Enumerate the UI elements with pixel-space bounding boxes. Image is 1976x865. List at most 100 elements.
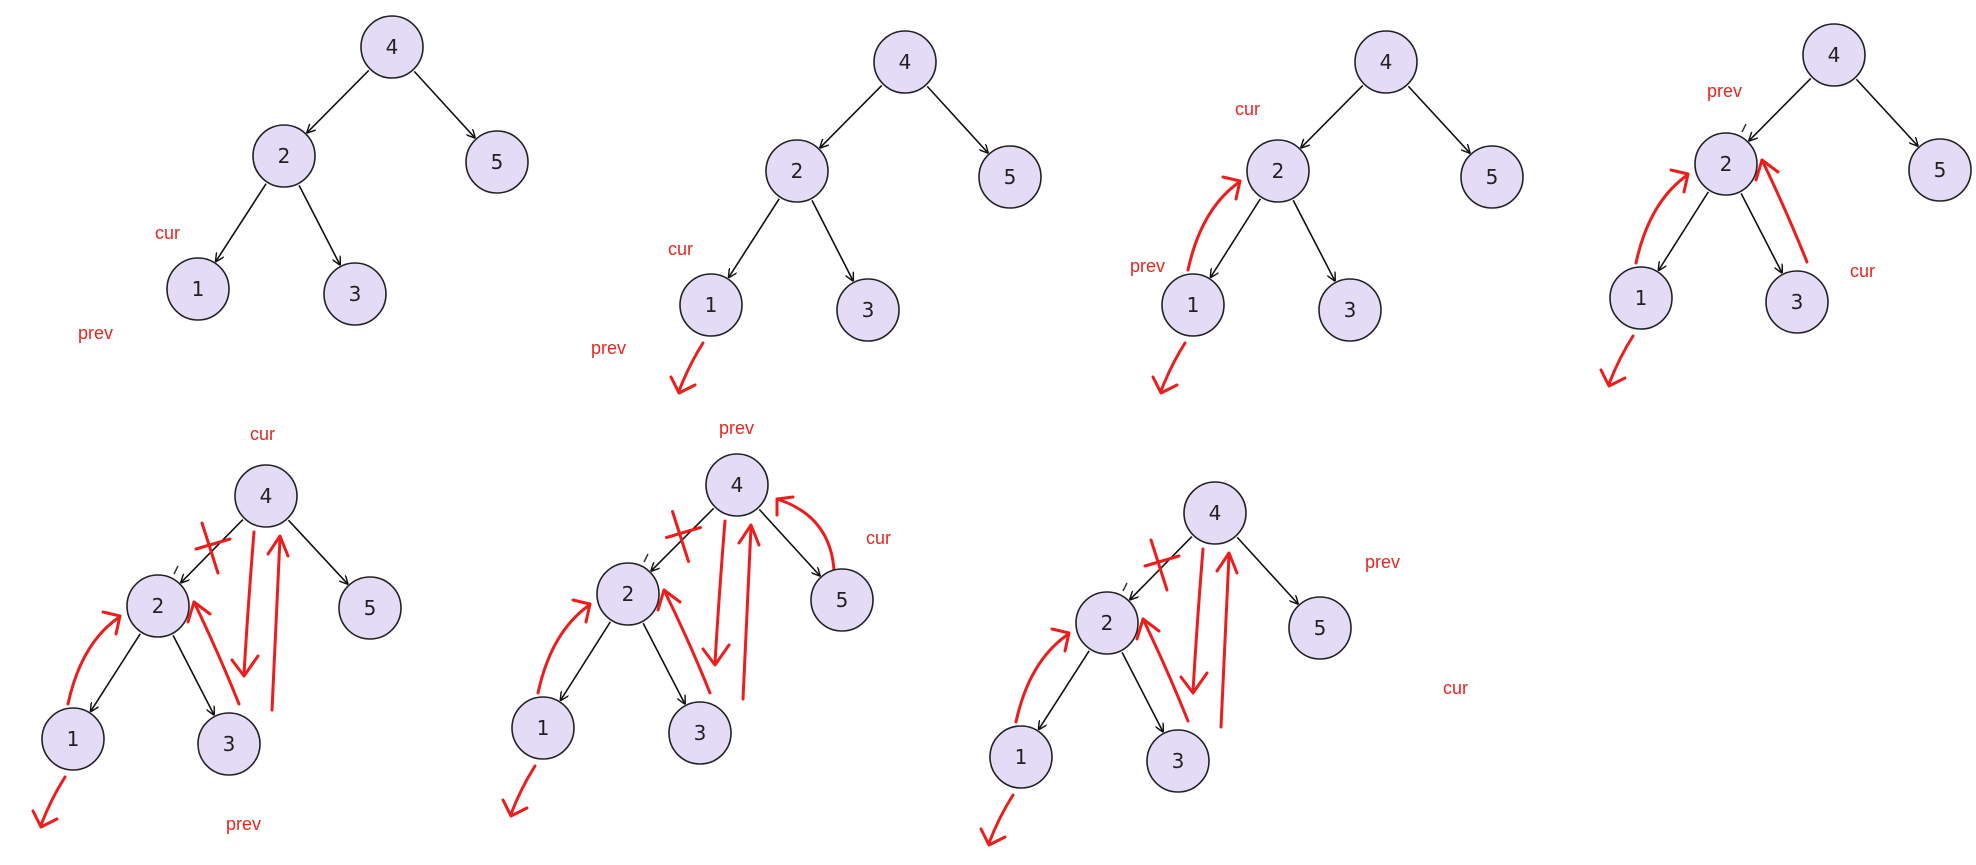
tree-node-3: 3 <box>197 712 261 776</box>
traversal-arrow-mark <box>1669 168 1690 194</box>
traversal-arrow-mark <box>501 798 529 818</box>
tree-edge-4-2 <box>820 84 883 147</box>
traversal-arrow-mark <box>987 793 1015 845</box>
node-value: 4 <box>899 50 912 74</box>
node-circle <box>1288 596 1352 660</box>
node-circle <box>873 30 937 94</box>
traversal-arrow-mark <box>656 588 682 612</box>
tree-node-5: 5 <box>338 576 402 640</box>
node-value: 5 <box>1934 158 1947 182</box>
node-value: 1 <box>1187 293 1200 317</box>
node-value: 4 <box>260 484 273 508</box>
cur-pointer-label: cur <box>668 239 693 259</box>
cur-pointer-label: cur <box>1235 99 1260 119</box>
tree-edge-4-5 <box>287 519 347 584</box>
node-value: 1 <box>67 727 80 751</box>
tree-node-2: 2 <box>596 562 660 626</box>
traversal-arrow-mark <box>270 536 282 712</box>
tick-mark <box>173 565 179 575</box>
traversal-arrow-mark <box>1191 547 1205 693</box>
tree-node-3: 3 <box>668 701 732 765</box>
node-circle <box>166 257 230 321</box>
node-circle <box>1161 273 1225 337</box>
node-circle <box>1694 132 1758 196</box>
node-circle <box>1075 591 1139 655</box>
node-circle <box>323 262 387 326</box>
traversal-arrow-mark <box>1599 368 1627 388</box>
tree-edge-2-1 <box>1039 650 1090 729</box>
node-value: 3 <box>349 282 362 306</box>
cur-pointer-label: cur <box>155 223 180 243</box>
tick-mark <box>1741 123 1747 133</box>
prev-pointer-label: prev <box>719 418 754 438</box>
node-value: 4 <box>386 35 399 59</box>
traversal-arrow-mark <box>662 588 712 695</box>
tree-edge-2-1 <box>1211 198 1261 277</box>
traversal-arrow-mark <box>1135 617 1161 641</box>
traversal-arrow-mark <box>1607 334 1635 386</box>
prev-pointer-label: prev <box>1707 81 1742 101</box>
tree-node-1: 1 <box>989 725 1053 789</box>
traversal-arrow-mark <box>775 497 836 572</box>
traversal-arrow-mark <box>669 375 697 395</box>
tree-edge-2-1 <box>729 198 780 277</box>
node-circle <box>465 130 529 194</box>
node-circle <box>1765 270 1829 334</box>
tree-node-1: 1 <box>511 696 575 760</box>
tree-node-2: 2 <box>252 124 316 188</box>
node-circle <box>705 453 769 517</box>
node-value: 4 <box>1828 43 1841 67</box>
tree-edge-2-3 <box>172 634 214 714</box>
node-circle <box>1183 481 1247 545</box>
tree-node-1: 1 <box>166 257 230 321</box>
node-value: 5 <box>836 588 849 612</box>
tree-node-4: 4 <box>1802 23 1866 87</box>
node-value: 5 <box>491 150 504 174</box>
tree-node-4: 4 <box>705 453 769 517</box>
traversal-arrow-mark <box>1014 633 1069 724</box>
node-circle <box>338 576 402 640</box>
node-value: 2 <box>278 144 291 168</box>
traversal-arrow-mark <box>737 523 761 547</box>
tree-panel-6: 4 2 5 1 3 cur prev <box>501 418 891 818</box>
node-value: 3 <box>1791 290 1804 314</box>
traversal-arrow-mark <box>1186 181 1240 272</box>
prev-pointer-label: prev <box>1365 552 1400 572</box>
traversal-arrow-mark <box>1219 553 1231 729</box>
node-circle <box>765 139 829 203</box>
tree-node-1: 1 <box>41 707 105 771</box>
traversal-arrow-mark <box>1215 551 1239 575</box>
node-value: 2 <box>1272 159 1285 183</box>
tree-edge-2-1 <box>91 633 141 711</box>
node-value: 1 <box>537 716 550 740</box>
traversal-arrow-mark <box>1634 174 1688 265</box>
node-circle <box>511 696 575 760</box>
prev-pointer-label: prev <box>78 323 113 343</box>
cur-pointer-label: cur <box>866 528 891 548</box>
tree-node-4: 4 <box>360 15 424 79</box>
tree-node-4: 4 <box>1183 481 1247 545</box>
node-value: 3 <box>694 721 707 745</box>
tree-node-1: 1 <box>1609 266 1673 330</box>
traversal-arrow-mark <box>741 525 753 701</box>
tree-edge-2-3 <box>642 622 685 703</box>
tree-node-5: 5 <box>1908 138 1972 202</box>
tree-node-5: 5 <box>1288 596 1352 660</box>
tree-node-5: 5 <box>978 145 1042 209</box>
node-value: 5 <box>364 596 377 620</box>
traversal-arrow-mark <box>1221 175 1242 201</box>
traversal-arrow-mark <box>571 598 592 624</box>
prev-pointer-label: prev <box>226 814 261 834</box>
traversal-arrow-mark <box>1179 671 1209 695</box>
node-circle <box>1609 266 1673 330</box>
traversal-arrow-mark <box>31 809 59 829</box>
node-circle <box>1460 145 1524 209</box>
node-value: 2 <box>1720 152 1733 176</box>
node-value: 1 <box>705 293 718 317</box>
node-value: 4 <box>731 473 744 497</box>
traversal-arrow-mark <box>1050 627 1071 653</box>
traversal-arrow-mark <box>1754 158 1780 182</box>
node-circle <box>41 707 105 771</box>
node-circle <box>1802 23 1866 87</box>
